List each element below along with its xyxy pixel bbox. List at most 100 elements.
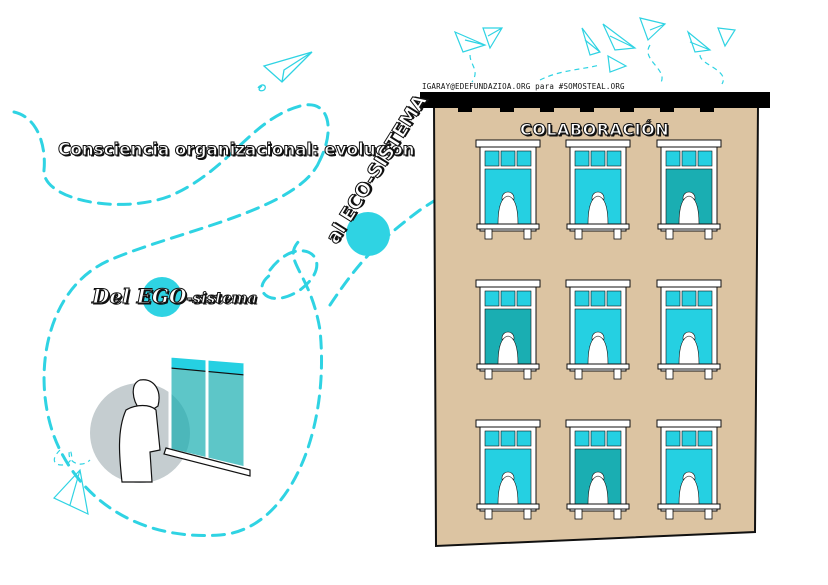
transom-pane xyxy=(606,290,622,307)
paper-plane-icon xyxy=(639,17,667,42)
transom-pane xyxy=(484,430,500,447)
transom-pane xyxy=(681,430,697,447)
transom-pane xyxy=(500,150,516,167)
paper-plane-icon xyxy=(607,54,628,73)
paper-plane-icon xyxy=(686,30,712,53)
window-cornice xyxy=(475,139,541,148)
transom-pane xyxy=(484,290,500,307)
dashed-path-top xyxy=(12,103,330,206)
window xyxy=(475,139,541,240)
window-sill xyxy=(566,503,630,510)
window-cornice xyxy=(475,419,541,428)
ego-label: Del EGO-sistema xyxy=(92,284,258,309)
window xyxy=(475,279,541,380)
window-cornice xyxy=(565,419,631,428)
page-title: Consciencia organizacional: evolución xyxy=(57,140,415,161)
transom-pane xyxy=(697,290,713,307)
sill-bracket xyxy=(574,508,583,520)
sill-bracket xyxy=(704,508,713,520)
sill-bracket xyxy=(704,228,713,240)
sill-bracket xyxy=(523,368,532,380)
paper-plane-icon xyxy=(482,27,504,50)
window xyxy=(565,419,631,520)
window-cornice xyxy=(565,139,631,148)
transom-pane xyxy=(697,430,713,447)
ego-highlight-circle xyxy=(142,277,182,317)
resident-body xyxy=(587,195,609,225)
transom-pane xyxy=(500,430,516,447)
window xyxy=(656,279,722,380)
transom-pane xyxy=(681,150,697,167)
window-cornice xyxy=(656,419,722,428)
window-sill xyxy=(566,223,630,230)
sill-bracket xyxy=(613,228,622,240)
paper-plane-icon xyxy=(257,51,313,92)
resident-body xyxy=(497,195,519,225)
sill-bracket xyxy=(665,228,674,240)
building-label: COLABORACIÓN xyxy=(519,120,670,140)
ego-prefix: Del xyxy=(92,284,137,309)
transom-pane xyxy=(590,290,606,307)
transom-pane xyxy=(516,430,532,447)
sill-bracket xyxy=(484,508,493,520)
paper-plane-icon xyxy=(53,448,91,516)
transom-pane xyxy=(574,150,590,167)
sill-bracket xyxy=(574,228,583,240)
sill-bracket xyxy=(484,368,493,380)
sill-bracket xyxy=(523,508,532,520)
roof xyxy=(420,92,770,108)
sill-bracket xyxy=(665,508,674,520)
person-at-window-icon xyxy=(118,354,251,483)
sill-bracket xyxy=(704,368,713,380)
transom-pane xyxy=(697,150,713,167)
paper-plane-icon xyxy=(602,23,637,51)
resident-body xyxy=(678,335,700,365)
transom-pane xyxy=(516,290,532,307)
transom-pane xyxy=(681,290,697,307)
transom-pane xyxy=(484,150,500,167)
window-sill xyxy=(476,503,540,510)
resident-body xyxy=(678,475,700,505)
resident-body xyxy=(587,475,609,505)
transom-pane xyxy=(574,430,590,447)
window-cornice xyxy=(656,139,722,148)
transom-pane xyxy=(516,150,532,167)
window xyxy=(475,419,541,520)
window-sill xyxy=(566,363,630,370)
resident-body xyxy=(587,335,609,365)
transom-pane xyxy=(606,150,622,167)
window xyxy=(565,139,631,240)
window xyxy=(656,419,722,520)
resident-body xyxy=(497,475,519,505)
transom-pane xyxy=(606,430,622,447)
credit-line: IGARAY@EDEFUNDAZIOA.ORG para #SOMOSTEAL.… xyxy=(422,82,625,91)
sill-bracket xyxy=(665,368,674,380)
paper-plane-icon xyxy=(717,27,737,48)
transom-pane xyxy=(590,430,606,447)
paper-plane-icon xyxy=(453,30,487,53)
sill-bracket xyxy=(484,228,493,240)
sill-bracket xyxy=(613,508,622,520)
eco-highlight-circle xyxy=(346,212,390,256)
window xyxy=(656,139,722,240)
transom-pane xyxy=(574,290,590,307)
window-grid xyxy=(475,139,722,520)
window-cornice xyxy=(565,279,631,288)
window-cornice xyxy=(656,279,722,288)
transom-pane xyxy=(665,430,681,447)
ego-highlight: EGO xyxy=(136,284,187,309)
resident-body xyxy=(678,195,700,225)
sill-bracket xyxy=(523,228,532,240)
transom-pane xyxy=(590,150,606,167)
window-sill xyxy=(657,363,721,370)
sill-bracket xyxy=(613,368,622,380)
transom-pane xyxy=(665,150,681,167)
resident-body xyxy=(497,335,519,365)
transom-pane xyxy=(665,290,681,307)
window-sill xyxy=(657,503,721,510)
window-sill xyxy=(657,223,721,230)
window-sill xyxy=(476,363,540,370)
paper-plane-icon xyxy=(581,27,601,56)
window xyxy=(565,279,631,380)
